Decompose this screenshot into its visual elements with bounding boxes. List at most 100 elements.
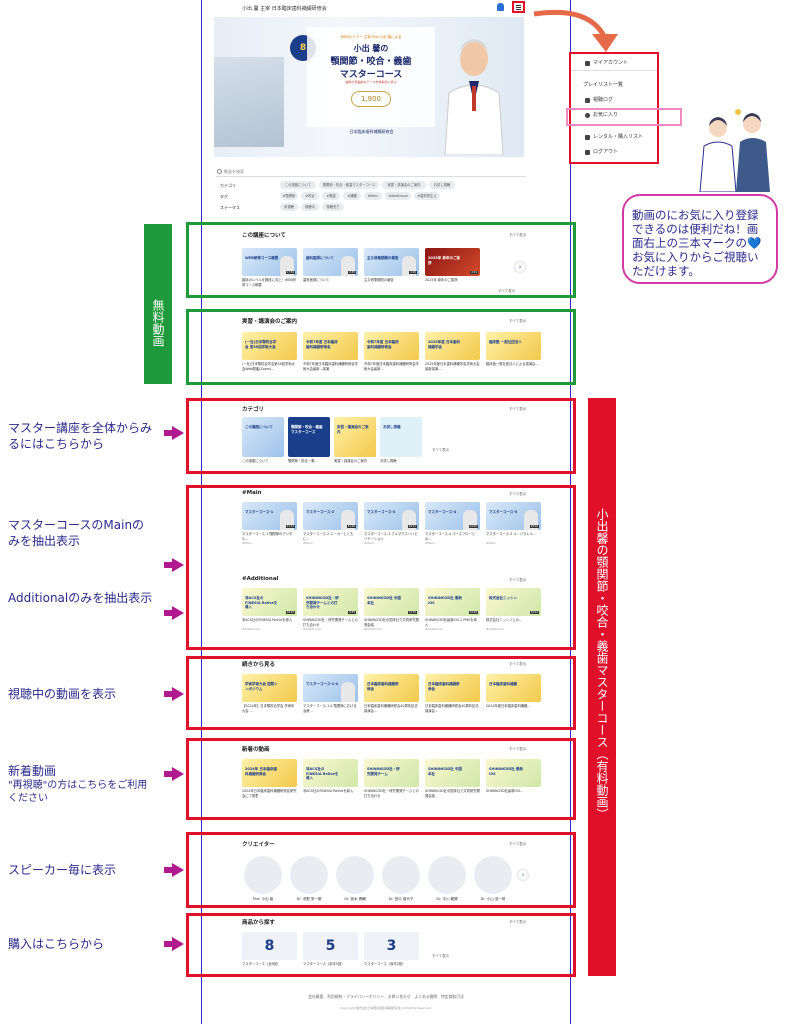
video-card[interactable]: 日本臨床歯科補綴研修会日本臨床歯科補綴研修会40周年記念講演会... — [364, 674, 419, 713]
see-all-link[interactable]: すべて表示 — [509, 492, 527, 496]
chip-tag[interactable]: #義歯 — [322, 192, 340, 200]
category-card[interactable]: この講座についてこの講座について — [242, 417, 284, 468]
curved-arrow-icon — [533, 9, 618, 52]
user-icon — [585, 61, 590, 66]
see-all-link[interactable]: すべて表示 — [509, 233, 527, 237]
section-title: 商品から探す — [242, 920, 276, 926]
menu-item-logout[interactable]: ログアウト — [585, 147, 618, 157]
see-all-link[interactable]: すべて表示 — [509, 920, 527, 924]
tag-label: タグ — [220, 194, 228, 199]
creator-avatar[interactable] — [290, 856, 328, 894]
chip-status[interactable]: 視聴完了 — [322, 203, 344, 211]
chip-status[interactable]: 視聴中 — [301, 203, 319, 211]
chip-category[interactable]: 実習・講演会のご案内 — [382, 181, 426, 189]
category-label: カテゴリ — [220, 183, 236, 188]
video-card[interactable]: 日本臨床歯科補綴研修会日本臨床歯科補綴研修会40周年記念講演会... — [425, 674, 480, 713]
footer-links[interactable]: 会社概要 利用規約・プライバシーポリシー お問い合わせ よくある質問 特定商取引… — [308, 994, 464, 999]
section-seminar: 実習・講演会のご案内 すべて表示 (一社)日本顎咬合学会 第38回学術大会(一社… — [202, 314, 570, 384]
hero-banner[interactable]: 8 WEBセミナー 主宰 Prof.小出 馨による 小出 馨の 顎関節・咬合・義… — [214, 17, 524, 157]
see-all-link[interactable]: すべて表示 — [509, 319, 527, 323]
bell-icon[interactable] — [497, 3, 504, 11]
creator-avatar[interactable] — [474, 856, 512, 894]
category-card[interactable]: 実習・講演会のご案内実習・講演会のご案内 — [334, 417, 376, 468]
chip-category[interactable]: この講座について — [280, 181, 316, 189]
see-all-link[interactable]: すべて表示 — [432, 448, 450, 452]
chevron-right-icon[interactable]: › — [518, 870, 528, 880]
video-card[interactable]: 令和7年度 日本臨床歯科補綴研修会令和7年度日本臨床歯科補綴研修会学術大会最新.… — [303, 332, 358, 371]
see-all-link[interactable]: すべて表示 — [509, 842, 527, 846]
logout-icon — [585, 150, 590, 155]
annotation-category: マスター講座を全体からみるにはこちらから — [8, 421, 153, 451]
chip-tag[interactable]: #Additional — [385, 192, 411, 200]
see-all-link[interactable]: すべて表示 — [509, 662, 527, 666]
chevron-right-icon[interactable]: › — [515, 262, 525, 272]
hamburger-menu-button[interactable] — [512, 1, 525, 13]
site-title[interactable]: 小出 馨 主宰 日本臨床歯科補綴研修会 — [242, 6, 327, 12]
chip-status[interactable]: 未視聴 — [280, 203, 298, 211]
free-video-label: 無料動画 — [144, 224, 172, 384]
see-all-link[interactable]: すべて表示 — [509, 407, 527, 411]
see-all-link[interactable]: すべて表示 — [432, 954, 450, 958]
chip-category[interactable]: 顎関節・咬合・義歯マスターコース — [319, 181, 379, 189]
annotation-additional: Additionalのみを抽出表示 — [8, 591, 153, 605]
chip-tag[interactable]: #咬合 — [301, 192, 319, 200]
chip-tag[interactable]: #歯科衛生士 — [414, 192, 440, 200]
annotation-rewatch: "再視聴"の方はこちらをご利用ください — [8, 780, 148, 804]
search-input[interactable]: 動画を検索 — [216, 167, 526, 177]
menu-item-my-account[interactable]: マイアカウント — [585, 58, 628, 68]
menu-item-rental[interactable]: レンタル・購入リスト — [585, 132, 643, 142]
creator-avatar[interactable] — [382, 856, 420, 894]
see-all-link[interactable]: すべて表示 — [509, 747, 527, 751]
chip-tag[interactable]: #顎関節 — [280, 192, 298, 200]
see-all-link[interactable]: すべて表示 — [498, 289, 516, 293]
chip-tag[interactable]: #Main — [364, 192, 382, 200]
creator-avatar[interactable] — [336, 856, 374, 894]
menu-item-view-log[interactable]: 視聴ログ — [585, 95, 613, 105]
video-card[interactable]: 非ACS社の FINESIA Reliveを導入非ACS社のFINESIA Re… — [303, 759, 358, 798]
category-card[interactable]: お試し視聴お試し視聴 — [380, 417, 422, 468]
menu-item-playlist[interactable]: プレイリスト一覧 — [583, 82, 624, 88]
section-title: クリエイター — [242, 842, 275, 848]
menu-item-favorites[interactable]: お気に入り — [585, 110, 618, 120]
chip-tag[interactable]: #補綴 — [343, 192, 361, 200]
video-card[interactable]: 学術学術大会 国際シンポジウム【2024年】日本顎咬合学会 学術年大会 ... — [242, 674, 297, 713]
video-card[interactable]: (一社)日本顎咬合学会 第38回学術大会(一社)日本顎咬合学会第38回学術大会W… — [242, 332, 297, 371]
chip-category[interactable]: お試し視聴 — [429, 181, 455, 189]
see-all-link[interactable]: すべて表示 — [509, 578, 527, 582]
annotation-main: マスターコースのMainのみを抽出表示 — [8, 518, 145, 548]
video-card[interactable]: 臨床塾 一般社団法人臨床塾一般社団法人による講演会... — [486, 332, 541, 371]
video-card[interactable]: 令和7年度 日本臨床歯科補綴研修会令和7年度日本臨床歯科補綴研修会学術大会最新.… — [364, 332, 419, 371]
banner-text-box: WEBセミナー 主宰 Prof.小出 馨による 小出 馨の 顎関節・咬合・義歯 … — [307, 27, 435, 127]
category-card[interactable]: 顎関節・咬合・義歯マスターコース顎関節・咬合・義... — [288, 417, 330, 468]
creator-avatar[interactable] — [428, 856, 466, 894]
creator-avatar[interactable] — [244, 856, 282, 894]
section-title: 続きから見る — [242, 662, 276, 668]
